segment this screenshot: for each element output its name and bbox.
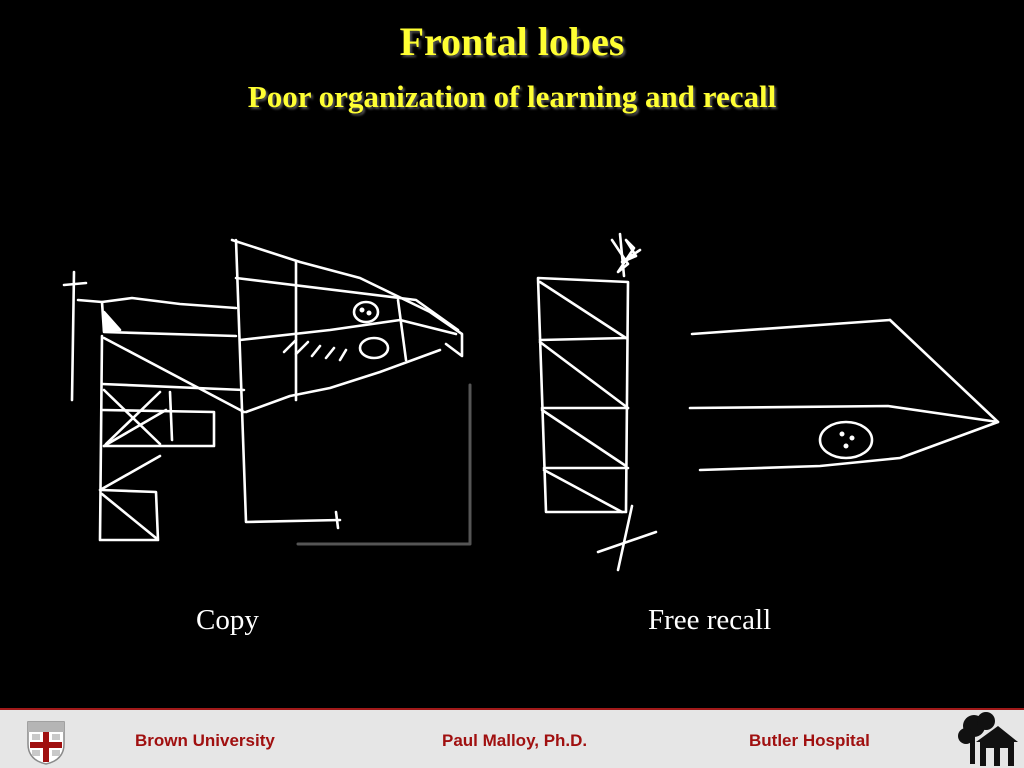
caption-free-recall: Free recall <box>648 604 772 636</box>
brown-university-shield-icon <box>27 721 65 765</box>
caption-copy: Copy <box>196 604 259 636</box>
rey-figure-drawings <box>62 232 1000 572</box>
slide-title: Frontal lobes <box>399 19 625 64</box>
copy-drawing <box>62 238 472 546</box>
butler-hospital-tree-house-icon <box>958 712 1018 766</box>
slide-subtitle: Poor organization of learning and recall <box>247 79 777 114</box>
footer-bar: Brown University Paul Malloy, Ph.D. Butl… <box>0 708 1024 768</box>
free-recall-drawing <box>536 232 1000 572</box>
footer-author: Paul Malloy, Ph.D. <box>442 731 588 750</box>
footer-brown-university: Brown University <box>135 731 275 750</box>
footer-butler-hospital: Butler Hospital <box>749 731 870 750</box>
